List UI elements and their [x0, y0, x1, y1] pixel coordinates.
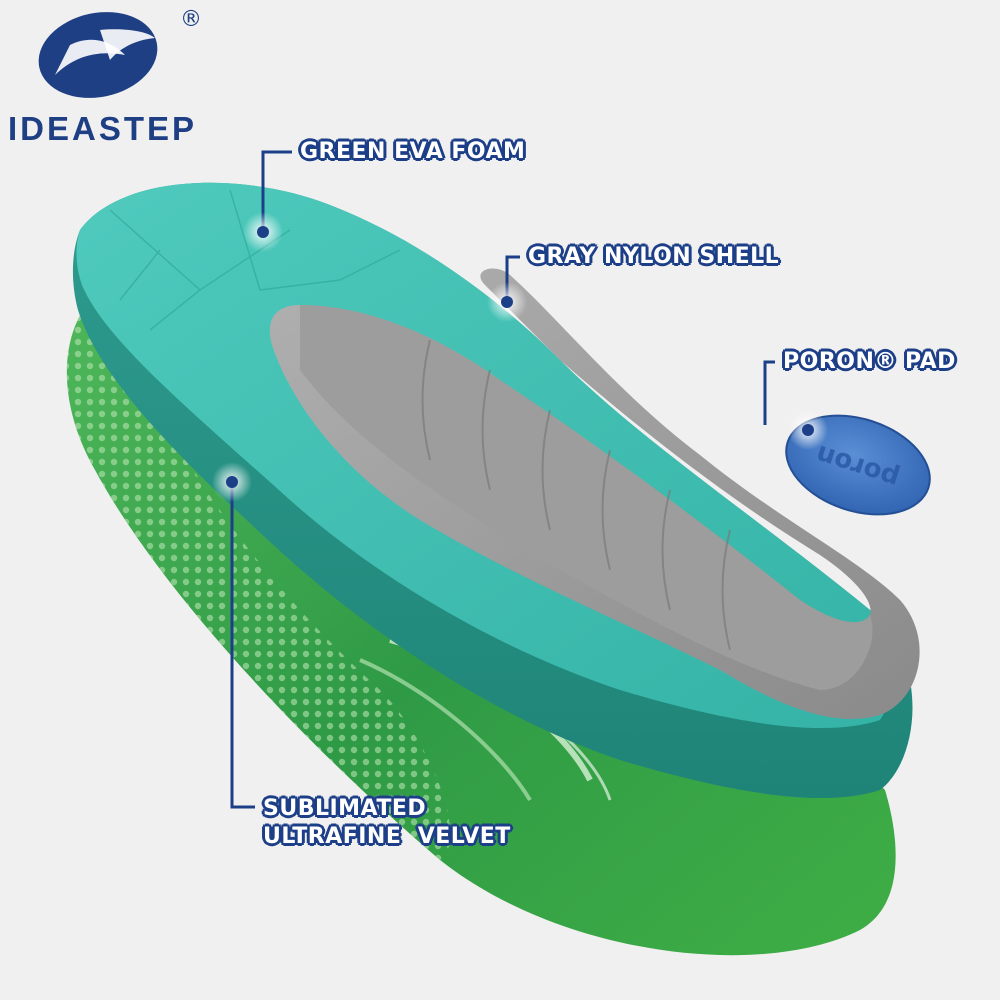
label-gray-nylon-shell: GRAY NYLON SHELL: [528, 243, 779, 271]
label-gray-nylon-shell-text: GRAY NYLON SHELL: [528, 244, 780, 269]
registered-mark: ®: [180, 7, 202, 32]
label-ultrafine-velvet-text: ULTRAFINE VELVET: [263, 823, 511, 849]
nylon-shell: [269, 268, 920, 719]
label-poron-pad-text: PORON® PAD: [783, 349, 956, 374]
brand-name: IDEASTEP: [8, 110, 198, 147]
label-sublimated-velvet: SUBLIMATED ULTRAFINE VELVET: [263, 795, 511, 850]
label-green-eva-foam-text: GREEN EVA FOAM: [300, 139, 526, 164]
label-green-eva-foam: GREEN EVA FOAM: [300, 138, 525, 166]
brand-logo: IDEASTEP ®: [0, 0, 230, 160]
label-poron-pad: PORON® PAD: [783, 348, 956, 376]
ideastep-logo-mark: [38, 12, 158, 98]
callout-markers: [212, 212, 828, 502]
label-sublimated-text: SUBLIMATED: [263, 796, 427, 821]
